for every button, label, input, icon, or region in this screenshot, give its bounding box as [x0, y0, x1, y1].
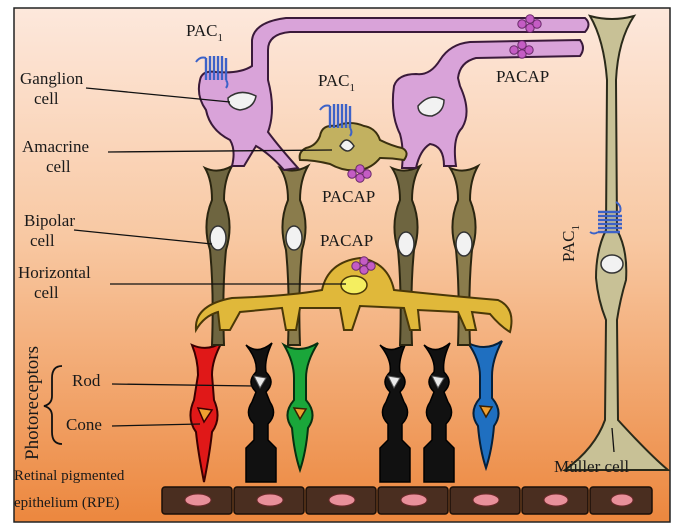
muller-nucleus — [600, 254, 624, 274]
leader-lines — [73, 87, 615, 453]
cone-blue — [467, 340, 503, 472]
pac1-muller-label: PAC1 — [559, 225, 582, 262]
horizontal-label-1: Horizontal — [18, 263, 91, 282]
cone-green — [281, 342, 319, 474]
photoreceptor-bracket — [43, 365, 63, 445]
pac1-top-label: PAC1 — [186, 21, 223, 44]
muller-label: Müller cell — [554, 457, 629, 476]
pacap-horizontal-label: PACAP — [320, 231, 373, 250]
rod-1 — [245, 342, 277, 483]
bipolar-label-1: Bipolar — [24, 211, 75, 230]
ganglion-label-1: Ganglion — [20, 69, 84, 88]
ganglion-label-2: cell — [34, 89, 59, 108]
horizontal-cell — [194, 256, 513, 334]
cone-label: Cone — [66, 415, 102, 434]
bipolar-label-2: cell — [30, 231, 55, 250]
rod-label: Rod — [72, 371, 101, 390]
ganglion-cell-left — [197, 17, 590, 172]
amacrine-label-1: Amacrine — [22, 137, 89, 156]
rpe-layer — [161, 486, 653, 515]
ganglion-cell-right — [391, 38, 584, 169]
photoreceptors-label: Photoreceptors — [22, 346, 43, 460]
pacap-top-label: PACAP — [496, 67, 549, 86]
rod-2 — [379, 342, 411, 483]
rpe-label-1: Retinal pigmented — [14, 468, 125, 484]
muller-cell — [561, 14, 671, 471]
rod-3 — [423, 342, 455, 483]
amacrine-label-2: cell — [46, 157, 71, 176]
pac1-mid-label: PAC1 — [318, 71, 355, 94]
rpe-label-2: epithelium (RPE) — [14, 495, 119, 511]
pacap-amacrine-label: PACAP — [322, 187, 375, 206]
horizontal-label-2: cell — [34, 283, 59, 302]
